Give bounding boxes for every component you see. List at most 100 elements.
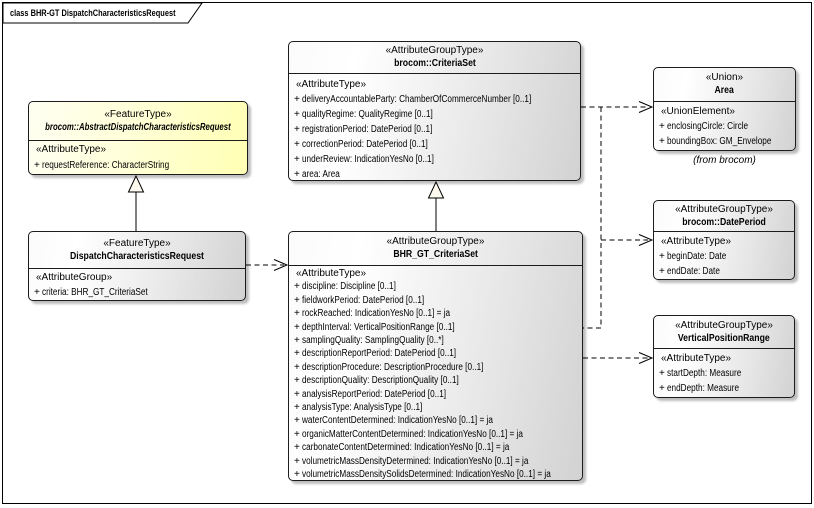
attribute-compartment: «UnionElement» +enclosingCircle: Circle … xyxy=(654,102,795,149)
visibility-marker: + xyxy=(659,136,665,147)
attribute-compartment: «AttributeType» +beginDate: Date +endDat… xyxy=(654,232,794,279)
visibility-marker: + xyxy=(659,383,665,394)
visibility-marker: + xyxy=(294,294,300,306)
dependency-bhrgt-to-verticalpositionrange xyxy=(583,352,654,364)
attribute-row: +volumetricMassDensityDetermined: Indica… xyxy=(289,455,582,468)
visibility-marker: + xyxy=(294,94,300,105)
visibility-marker: + xyxy=(294,402,300,414)
class-box-verticalpositionrange: «AttributeGroupType» VerticalPositionRan… xyxy=(653,315,795,398)
class-header: «FeatureType» brocom::AbstractDispatchCh… xyxy=(29,102,247,141)
attribute-compartment: «AttributeType» +startDepth: Measure +en… xyxy=(654,349,794,396)
attribute-compartment: «AttributeGroup» + criteria: BHR_GT_Crit… xyxy=(29,269,245,300)
visibility-marker: + xyxy=(294,308,300,320)
attribute-row: +analysisType: AnalysisType [0..1] xyxy=(289,401,582,414)
attribute-row: +enclosingCircle: Circle xyxy=(654,119,795,134)
class-name: brocom::DatePeriod xyxy=(682,216,766,228)
attribute-row: +discipline: Discipline [0..1] xyxy=(289,280,582,293)
visibility-marker: + xyxy=(659,121,665,132)
class-stereotype: «FeatureType» xyxy=(104,108,172,120)
attribute-row: +descriptionReportPeriod: DatePeriod [0.… xyxy=(289,347,582,360)
attribute-row: +depthInterval: VerticalPositionRange [0… xyxy=(289,321,582,334)
attribute-compartment: «AttributeType» +deliveryAccountablePart… xyxy=(289,74,580,182)
compartment-stereotype: «AttributeGroup» xyxy=(36,272,113,283)
visibility-marker: + xyxy=(294,442,300,454)
attribute-row: +endDepth: Measure xyxy=(654,381,794,396)
attribute-row: +rockReached: IndicationYesNo [0..1] = j… xyxy=(289,307,582,320)
visibility-marker: + xyxy=(294,109,300,120)
class-name: Area xyxy=(714,85,735,96)
class-stereotype: «Union» xyxy=(705,72,744,83)
dependency-criteriaset-to-area xyxy=(581,101,654,113)
visibility-marker: + xyxy=(659,251,665,262)
class-header: «AttributeGroupType» brocom::CriteriaSet xyxy=(289,42,580,74)
visibility-marker: + xyxy=(294,139,300,150)
visibility-marker: + xyxy=(294,169,300,180)
attribute-row: +registrationPeriod: DatePeriod [0..1] xyxy=(289,122,580,137)
visibility-marker: + xyxy=(294,124,300,135)
visibility-marker: + xyxy=(294,361,300,373)
visibility-marker: + xyxy=(294,154,300,165)
attribute-row: +descriptionProcedure: DescriptionProced… xyxy=(289,361,582,374)
attribute-compartment: «AttributeType» + requestReference: Char… xyxy=(29,141,247,174)
class-stereotype: «AttributeGroupType» xyxy=(675,319,773,331)
attribute-row: +endDate: Date xyxy=(654,264,794,279)
class-name: DispatchCharacteristicsRequest xyxy=(70,250,204,262)
attribute-row: + criteria: BHR_GT_CriteriaSet xyxy=(29,285,245,300)
attribute-row: +volumetricMassDensitySolidsDetermined: … xyxy=(289,468,582,481)
diagram-title: class BHR-GT DispatchCharacteristicsRequ… xyxy=(10,8,176,19)
visibility-marker: + xyxy=(294,375,300,387)
class-stereotype: «AttributeGroupType» xyxy=(385,45,484,56)
visibility-marker: + xyxy=(294,428,300,440)
compartment-stereotype: «AttributeType» xyxy=(36,144,107,155)
visibility-marker: + xyxy=(294,321,300,333)
class-stereotype: «AttributeGroupType» xyxy=(675,203,773,215)
visibility-marker: + xyxy=(294,415,300,427)
class-box-brocom-criteriaset: «AttributeGroupType» brocom::CriteriaSet… xyxy=(288,41,581,181)
from-package-note: (from brocom) xyxy=(693,155,756,166)
attribute-row: +qualityRegime: QualityRegime [0..1] xyxy=(289,107,580,122)
generalization-bhrgt-to-criteriaset xyxy=(427,180,445,231)
class-stereotype: «FeatureType» xyxy=(103,237,171,249)
visibility-marker: + xyxy=(294,388,300,400)
dependency-dispatch-to-bhrgt xyxy=(246,259,289,271)
visibility-marker: + xyxy=(294,455,300,467)
class-box-brocom-dateperiod: «AttributeGroupType» brocom::DatePeriod … xyxy=(653,200,795,280)
visibility-marker: + xyxy=(294,348,300,360)
visibility-marker: + xyxy=(294,335,300,347)
class-header: «AttributeGroupType» BHR_GT_CriteriaSet xyxy=(289,232,582,266)
attribute-row: +beginDate: Date xyxy=(654,249,794,264)
attribute-row: + requestReference: CharacterString xyxy=(29,158,247,174)
attribute-row: +area: Area xyxy=(289,167,580,182)
class-box-area: «Union» Area «UnionElement» +enclosingCi… xyxy=(653,67,796,151)
attribute-row: +organicMatterContentDetermined: Indicat… xyxy=(289,428,582,441)
attribute-row: +carbonateContentDetermined: IndicationY… xyxy=(289,441,582,454)
visibility-marker: + xyxy=(294,281,300,293)
class-header: «AttributeGroupType» VerticalPositionRan… xyxy=(654,316,794,349)
dependency-to-dateperiod xyxy=(583,107,654,329)
class-name: brocom::AbstractDispatchCharacteristicsR… xyxy=(45,121,231,133)
compartment-stereotype: «AttributeType» xyxy=(296,79,367,90)
class-header: «Union» Area xyxy=(654,68,795,102)
visibility-marker: + xyxy=(34,160,40,171)
compartment-stereotype: «AttributeType» xyxy=(296,268,367,279)
attribute-row: +boundingBox: GM_Envelope xyxy=(654,134,795,149)
visibility-marker: + xyxy=(659,266,665,277)
attribute-row: +waterContentDetermined: IndicationYesNo… xyxy=(289,414,582,427)
attribute-row: +underReview: IndicationYesNo [0..1] xyxy=(289,152,580,167)
class-name: VerticalPositionRange xyxy=(678,332,770,344)
attribute-compartment: «AttributeType» +discipline: Discipline … xyxy=(289,266,582,482)
class-name: brocom::CriteriaSet xyxy=(393,58,476,69)
attribute-row: +deliveryAccountableParty: ChamberOfComm… xyxy=(289,92,580,107)
attribute-row: +fieldworkPeriod: DatePeriod [0..1] xyxy=(289,294,582,307)
attribute-row: +correctionPeriod: DatePeriod [0..1] xyxy=(289,137,580,152)
class-header: «FeatureType» DispatchCharacteristicsReq… xyxy=(29,232,245,269)
class-name: BHR_GT_CriteriaSet xyxy=(393,249,478,260)
compartment-stereotype: «AttributeType» xyxy=(661,236,732,247)
compartment-stereotype: «AttributeType» xyxy=(661,353,732,364)
generalization-dispatch-to-abstract xyxy=(127,174,145,231)
class-header: «AttributeGroupType» brocom::DatePeriod xyxy=(654,201,794,232)
class-stereotype: «AttributeGroupType» xyxy=(386,236,485,247)
attribute-row: +startDepth: Measure xyxy=(654,366,794,381)
class-box-abstract-dispatch-characteristics-request: «FeatureType» brocom::AbstractDispatchCh… xyxy=(28,101,248,175)
